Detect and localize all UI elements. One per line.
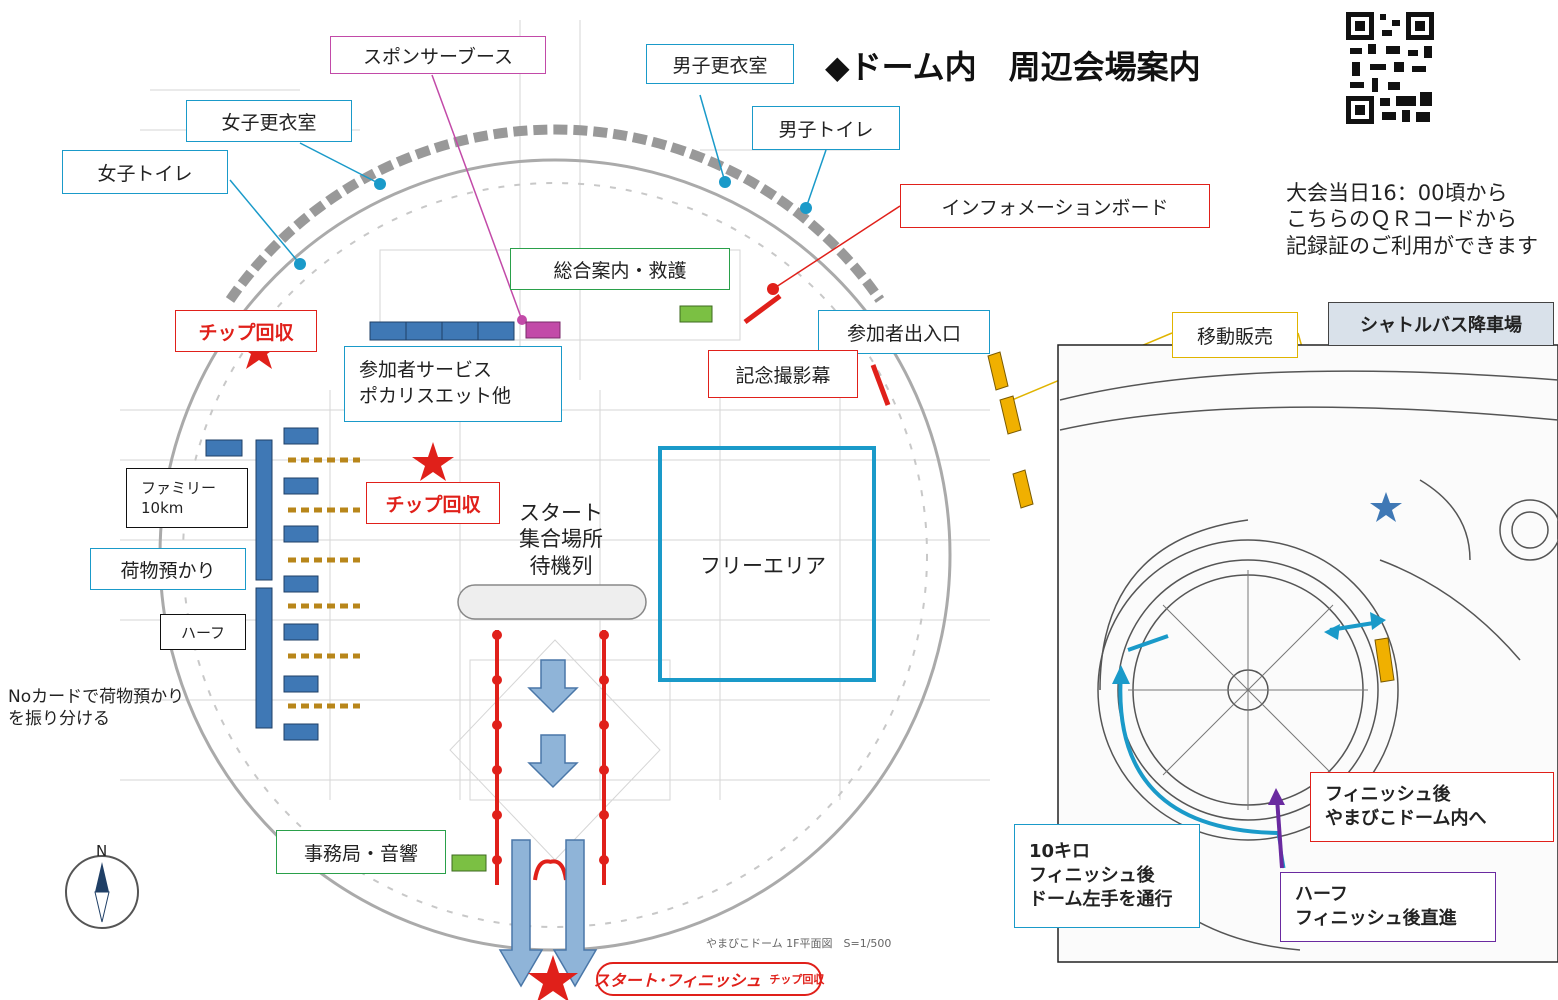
sponsor-booth-label: スポンサーブース: [330, 36, 546, 74]
participant-service-line: ポカリスエット他: [359, 385, 512, 407]
mobile-sales-label: 移動販売: [1172, 312, 1298, 358]
start-line: 集合場所: [519, 527, 603, 552]
qr-caption: 大会当日16：00頃から こちらのＱＲコードから 記録証のご利用ができます: [1286, 180, 1538, 259]
dome-rooms-ring: [225, 124, 885, 303]
tenkm-route: [1118, 671, 1279, 835]
start-finish-chip: チップ回収: [769, 973, 825, 986]
photo-backdrop-marker: [870, 364, 891, 406]
free-area-label: フリーエリア: [700, 554, 826, 578]
qr-caption-line: こちらのＱＲコードから: [1286, 207, 1517, 232]
family-label-line: 10km: [141, 499, 184, 517]
finish-gate: [533, 859, 568, 881]
mens-toilet-label: 男子トイレ: [752, 106, 900, 150]
half-finish-line: フィニッシュ後直進: [1295, 908, 1457, 929]
family-label-line: ファミリー: [141, 478, 217, 497]
tenkm-line: ドーム左手を通行: [1029, 889, 1173, 911]
start-assembly-label: スタート 集合場所 待機列: [510, 500, 612, 579]
start-finish-label: スタート･フィニッシュ チップ回収: [593, 962, 825, 996]
shuttle-bus-label: シャトルバス降車場: [1328, 302, 1554, 346]
half-finish-label: ハーフ フィニッシュ後直進: [1280, 872, 1496, 942]
qr-caption-line: 記録証のご利用ができます: [1286, 233, 1538, 258]
qr-caption-line: 大会当日16：00頃から: [1286, 181, 1508, 205]
general-info-label: 総合案内・救護: [510, 248, 730, 290]
participant-service-line: 参加者サービス: [359, 359, 493, 382]
participant-service-booths: [369, 321, 515, 341]
plan-caption: やまびこドーム 1F平面図 S=1/500: [706, 937, 892, 950]
chip-collection-label: チップ回収: [366, 482, 500, 524]
tenkm-line: フィニッシュ後: [1029, 864, 1155, 886]
baggage-note-line: Noカードで荷物預かり: [8, 687, 185, 707]
corridor-posts: [492, 630, 609, 865]
shuttle-star: [1370, 492, 1402, 522]
dome-spokes: [1128, 570, 1368, 810]
mobile-vendor-bars: [987, 351, 1034, 509]
qr-code: [1346, 12, 1434, 124]
info-board-marker: [743, 293, 782, 325]
tenkm-finish-label: 10キロ フィニッシュ後 ドーム左手を通行: [1014, 824, 1200, 928]
after-finish-label: フィニッシュ後 やまびこドーム内へ: [1310, 772, 1554, 842]
start-finish-text: スタート･フィニッシュ: [593, 971, 762, 990]
half-finish-line: ハーフ: [1295, 883, 1348, 905]
general-info-marker: [679, 305, 713, 323]
sponsor-booth-marker: [525, 321, 561, 339]
baggage-note: Noカードで荷物預かり を振り分ける: [8, 686, 184, 730]
start-line: スタート: [519, 501, 603, 525]
compass: [65, 855, 139, 929]
participant-service-label: 参加者サービス ポカリスエット他: [344, 346, 562, 422]
baggage-label: 荷物預かり: [90, 548, 246, 590]
half-baggage-label: ハーフ: [160, 614, 246, 650]
womens-locker-label: 女子更衣室: [186, 100, 352, 142]
photo-backdrop-label: 記念撮影幕: [708, 350, 858, 398]
participant-entrance-label: 参加者出入口: [818, 310, 990, 354]
tenkm-line: 10キロ: [1029, 840, 1091, 862]
start-line: 待機列: [529, 553, 593, 578]
baggage-queue-lines: [288, 457, 360, 709]
after-finish-line: やまびこドーム内へ: [1325, 808, 1487, 829]
start-corridor: [495, 630, 606, 885]
baggage-note-line: を振り分ける: [8, 709, 110, 730]
after-finish-line: フィニッシュ後: [1325, 783, 1451, 805]
compass-n: N: [96, 842, 108, 860]
family-10km-label: ファミリー 10km: [126, 468, 248, 528]
waiting-line-capsule: [457, 584, 647, 620]
office-audio-label: 事務局・音響: [276, 830, 446, 874]
flow-arrows: [498, 659, 598, 988]
baggage-booths: [205, 427, 319, 741]
womens-toilet-label: 女子トイレ: [62, 150, 228, 194]
mens-locker-label: 男子更衣室: [646, 44, 794, 84]
office-audio-marker: [451, 854, 487, 872]
half-route: [1275, 797, 1284, 869]
chip-collection-label: チップ回収: [175, 310, 317, 352]
page-title: ◆ドーム内 周辺会場案内: [825, 48, 1201, 86]
free-area-box: [658, 446, 876, 682]
vendor-bar-right: [1374, 637, 1395, 683]
info-board-label: インフォメーションボード: [900, 184, 1210, 228]
